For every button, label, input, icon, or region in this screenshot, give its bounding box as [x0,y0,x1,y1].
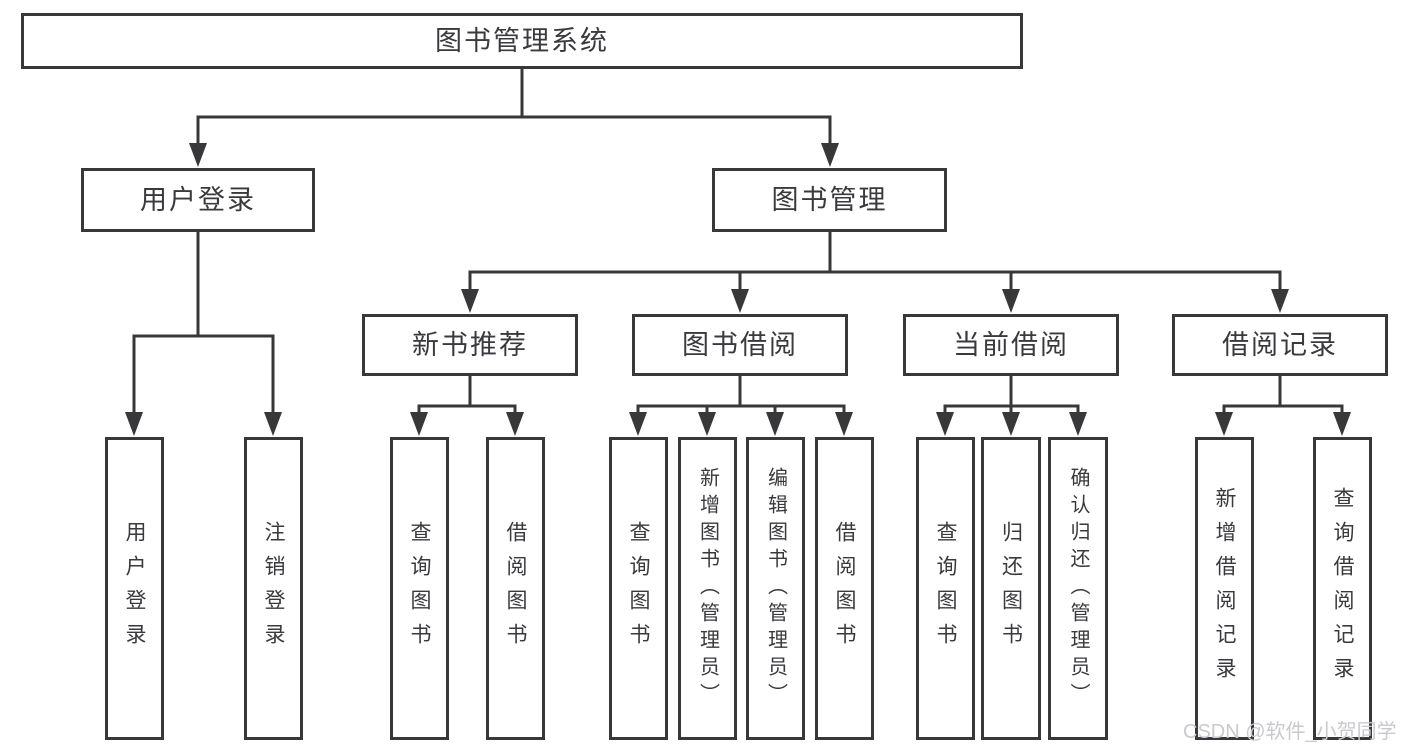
node-logout-action-label: 注销登录 [262,520,285,657]
connector-newbook-to-children [410,376,524,436]
node-logout-action: 注销登录 [244,437,303,740]
arrow-down-icon [821,143,839,167]
node-return-books-label: 归还图书 [999,520,1023,657]
arrow-down-icon [125,412,143,436]
connector-bookmgmt-to-level3 [461,232,1289,313]
node-borrow-books-1-label: 借阅图书 [504,520,527,657]
arrow-down-icon [629,412,647,436]
node-new-book-recommend-label: 新书推荐 [412,329,528,360]
arrow-down-icon [461,289,479,313]
connector-records-to-children [1215,376,1351,436]
node-current-borrow-label: 当前借阅 [953,329,1069,360]
node-book-borrow-label: 图书借阅 [682,329,798,360]
arrow-down-icon [1002,412,1020,436]
arrow-down-icon [1333,412,1351,436]
arrow-down-icon [1271,289,1289,313]
connector-current-to-children [936,376,1087,436]
arrow-down-icon [835,412,853,436]
node-add-borrow-record-label: 新增借阅记录 [1213,486,1236,691]
arrow-down-icon [1002,289,1020,313]
node-borrow-books-1: 借阅图书 [486,437,545,740]
connector-root-to-level2 [189,69,839,167]
node-borrow-books-2-label: 借阅图书 [833,520,856,657]
connector-userlogin-to-children [125,232,282,436]
node-root-label: 图书管理系统 [435,25,609,56]
node-book-management: 图书管理 [712,168,947,232]
arrow-down-icon [766,412,784,436]
node-query-books-2: 查询图书 [609,437,668,740]
node-query-books-1-label: 查询图书 [408,520,431,657]
connector-borrow-to-children [629,376,853,436]
node-edit-books-admin: 编辑图书（管理员） [746,437,805,740]
node-query-books-1: 查询图书 [390,437,449,740]
node-borrow-books-2: 借阅图书 [815,437,874,740]
node-edit-books-admin-label: 编辑图书（管理员） [764,467,787,710]
arrow-down-icon [264,412,282,436]
arrow-down-icon [189,143,207,167]
node-add-borrow-record: 新增借阅记录 [1195,437,1254,740]
node-user-login-label: 用户登录 [140,184,256,215]
node-current-borrow: 当前借阅 [903,314,1119,376]
arrow-down-icon [698,412,716,436]
arrow-down-icon [731,289,749,313]
node-user-login-action: 用户登录 [105,437,164,740]
node-borrow-records: 借阅记录 [1172,314,1388,376]
node-return-books: 归还图书 [981,437,1041,740]
node-new-book-recommend: 新书推荐 [362,314,578,376]
node-confirm-return-admin: 确认归还（管理员） [1048,437,1108,740]
node-add-books-admin-label: 新增图书（管理员） [696,467,719,710]
arrow-down-icon [1215,412,1233,436]
node-query-books-2-label: 查询图书 [627,520,650,657]
csdn-watermark: CSDN @软件_小贺同学 [1183,721,1397,743]
node-query-books-3-label: 查询图书 [934,520,957,657]
arrow-down-icon [410,412,428,436]
arrow-down-icon [506,412,524,436]
node-add-books-admin: 新增图书（管理员） [678,437,737,740]
node-book-borrow: 图书借阅 [632,314,848,376]
node-query-borrow-record: 查询借阅记录 [1313,437,1372,740]
node-user-login: 用户登录 [81,168,315,232]
node-query-books-3: 查询图书 [916,437,975,740]
node-borrow-records-label: 借阅记录 [1222,329,1338,360]
node-root: 图书管理系统 [21,13,1023,69]
arrow-down-icon [936,412,954,436]
node-confirm-return-admin-label: 确认归还（管理员） [1067,467,1089,710]
node-book-management-label: 图书管理 [771,184,888,215]
node-user-login-action-label: 用户登录 [123,520,146,657]
node-query-borrow-record-label: 查询借阅记录 [1331,486,1354,691]
arrow-down-icon [1069,412,1087,436]
